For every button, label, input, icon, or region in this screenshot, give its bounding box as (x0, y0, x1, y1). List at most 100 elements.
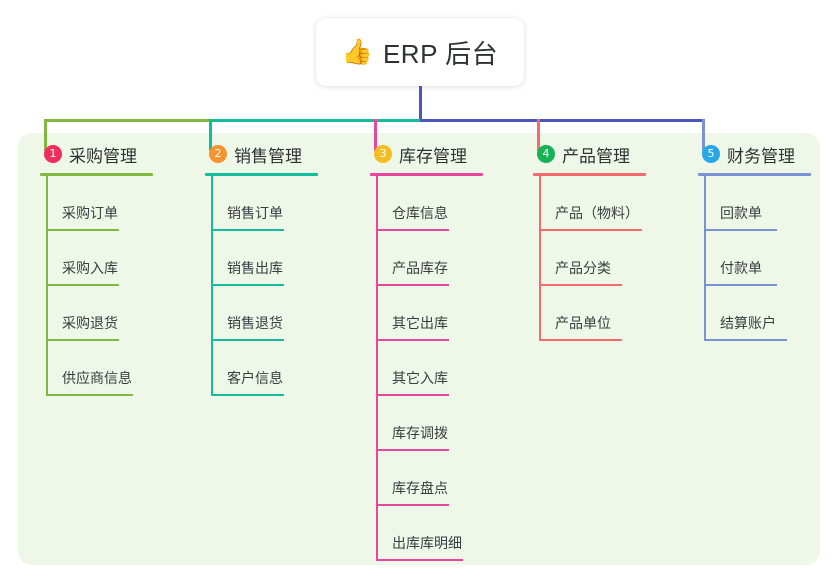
branch-item[interactable]: 回款单 (704, 176, 811, 231)
branch-item[interactable]: 销售订单 (211, 176, 318, 231)
branch-item-label: 其它出库 (392, 315, 448, 331)
branch-item-label: 采购退货 (62, 315, 118, 331)
branch-item-label: 产品库存 (392, 260, 448, 276)
branch-item-underline (46, 339, 119, 341)
branch-items-5: 回款单付款单结算账户 (704, 176, 811, 341)
branch-item-label: 回款单 (720, 205, 762, 221)
branch-item[interactable]: 库存盘点 (376, 451, 483, 506)
branch-item-underline (46, 284, 119, 286)
branch-column-2: 2 销售管理销售订单销售出库销售退货客户信息 (205, 141, 318, 396)
branch-item-label: 结算账户 (720, 315, 776, 331)
branch-item-label: 销售订单 (227, 205, 283, 221)
branch-spine (704, 176, 706, 340)
branch-item-underline (704, 339, 787, 341)
branch-item-underline (376, 394, 449, 396)
branch-column-1: 1 采购管理采购订单采购入库采购退货供应商信息 (40, 141, 153, 396)
branch-item-underline (211, 229, 284, 231)
branch-item-underline (46, 394, 133, 396)
branch-item-label: 采购入库 (62, 260, 118, 276)
branch-drop-1 (44, 119, 47, 151)
branch-item-underline (704, 284, 777, 286)
thumbs-up-icon: 👍 (341, 37, 373, 66)
trunk-segment-mid (209, 119, 422, 122)
branch-item[interactable]: 销售出库 (211, 231, 318, 286)
branch-item-underline (376, 449, 449, 451)
branch-items-2: 销售订单销售出库销售退货客户信息 (211, 176, 318, 396)
branch-item-underline (376, 339, 449, 341)
branch-item[interactable]: 客户信息 (211, 341, 318, 396)
branch-item-label: 仓库信息 (392, 205, 448, 221)
branch-item[interactable]: 产品分类 (539, 231, 646, 286)
branch-spine (376, 176, 378, 560)
branch-item[interactable]: 仓库信息 (376, 176, 483, 231)
branch-badge-icon: 1 (44, 145, 62, 163)
branch-item-underline (211, 394, 284, 396)
branch-item-underline (46, 229, 119, 231)
branch-drop-4 (537, 119, 540, 151)
branch-drop-3 (374, 119, 377, 151)
branch-item[interactable]: 采购订单 (46, 176, 153, 231)
branch-item-underline (539, 229, 642, 231)
branch-badge-icon: 2 (209, 145, 227, 163)
branch-item[interactable]: 结算账户 (704, 286, 811, 341)
branch-drop-2 (209, 119, 212, 151)
branch-title: 采购管理 (69, 146, 137, 166)
branch-item-underline (376, 504, 449, 506)
branch-items-4: 产品（物料） 产品分类产品单位 (539, 176, 646, 341)
root-connector (419, 86, 422, 122)
trunk-segment-right (420, 119, 705, 122)
branch-item-label: 产品分类 (555, 260, 611, 276)
branch-item[interactable]: 库存调拨 (376, 396, 483, 451)
branch-item[interactable]: 销售退货 (211, 286, 318, 341)
branch-item[interactable]: 产品（物料） (539, 176, 646, 231)
branch-item[interactable]: 产品单位 (539, 286, 646, 341)
branch-underline (205, 173, 318, 176)
branch-item[interactable]: 供应商信息 (46, 341, 153, 396)
branch-item-label: 产品（物料） (555, 205, 639, 221)
branch-item-label: 出库库明细 (392, 535, 462, 551)
branch-item-underline (376, 559, 463, 561)
branch-item-label: 库存调拨 (392, 425, 448, 441)
branch-item-label: 销售退货 (227, 315, 283, 331)
branch-item-underline (704, 229, 777, 231)
branch-item-label: 销售出库 (227, 260, 283, 276)
root-title: ERP 后台 (382, 38, 499, 69)
branch-item-label: 客户信息 (227, 370, 283, 386)
branch-item-underline (211, 284, 284, 286)
branch-item-label: 付款单 (720, 260, 762, 276)
branch-badge-icon: 3 (374, 145, 392, 163)
branch-underline (533, 173, 646, 176)
trunk-segment-left (44, 119, 211, 122)
branch-item[interactable]: 其它出库 (376, 286, 483, 341)
branch-item-label: 其它入库 (392, 370, 448, 386)
branch-item[interactable]: 采购退货 (46, 286, 153, 341)
branch-item-underline (539, 284, 622, 286)
branch-header-2[interactable]: 2 销售管理 (205, 141, 318, 167)
branch-drop-5 (702, 119, 705, 151)
branch-title: 财务管理 (727, 146, 795, 166)
branch-title: 产品管理 (562, 146, 630, 166)
branch-item[interactable]: 其它入库 (376, 341, 483, 396)
branch-spine (539, 176, 541, 340)
branch-title: 销售管理 (234, 146, 302, 166)
branch-item-underline (376, 284, 449, 286)
branch-item[interactable]: 付款单 (704, 231, 811, 286)
branch-items-3: 仓库信息产品库存其它出库其它入库库存调拨库存盘点出库库明细 (376, 176, 483, 561)
branch-item[interactable]: 采购入库 (46, 231, 153, 286)
branch-item-label: 供应商信息 (62, 370, 132, 386)
diagram-panel (18, 133, 820, 565)
branch-header-1[interactable]: 1 采购管理 (40, 141, 153, 167)
branch-items-1: 采购订单采购入库采购退货供应商信息 (46, 176, 153, 396)
root-node[interactable]: 👍 ERP 后台 (316, 18, 524, 86)
branch-item-underline (539, 339, 622, 341)
branch-item-label: 产品单位 (555, 315, 611, 331)
branch-item[interactable]: 产品库存 (376, 231, 483, 286)
branch-item[interactable]: 出库库明细 (376, 506, 483, 561)
